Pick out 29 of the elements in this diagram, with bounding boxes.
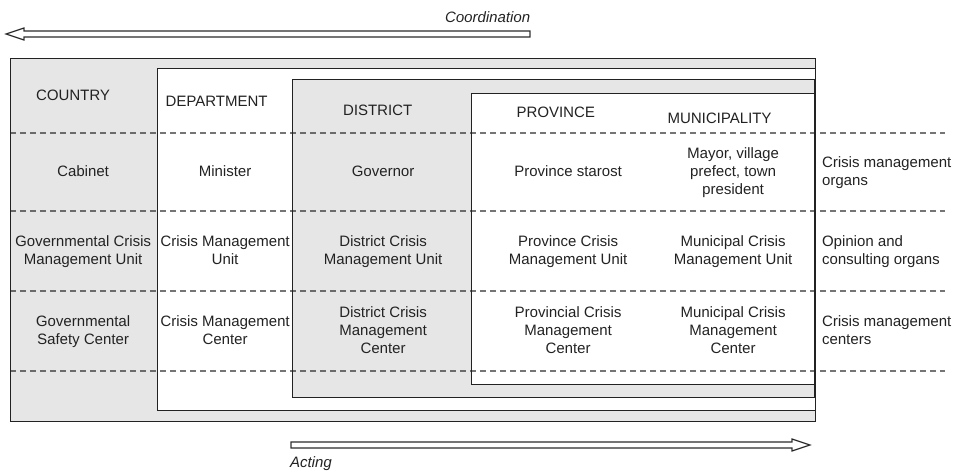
table-cell-text: Crisis Management Unit — [159, 233, 291, 269]
arrow-label: Coordination — [445, 9, 532, 27]
table-cell-text: Municipal Crisis Management Unit — [672, 233, 794, 269]
level-panel — [470, 92, 814, 384]
level-panel — [156, 68, 816, 410]
row-label: Crisis management centers — [822, 313, 952, 349]
table-cell-text: Governmental Crisis Management Unit — [15, 233, 151, 269]
level-heading: PROVINCE — [516, 104, 595, 120]
row-label: Crisis management organs — [822, 154, 952, 190]
table-cell-text: Mayor, village prefect, town president — [686, 145, 780, 199]
table-cell-text: District Crisis Management Unit — [322, 233, 444, 269]
table-cell-text: Governor — [350, 163, 416, 181]
table-cell-text: Crisis Management Center — [159, 313, 291, 349]
level-panel — [292, 79, 815, 398]
table-cell-text: Minister — [198, 163, 252, 181]
level-heading: COUNTRY — [36, 87, 110, 104]
table-cell-text: Provincial Crisis Management Center — [514, 304, 622, 358]
table-cell-text: Province starost — [513, 163, 623, 181]
table-cell-text: Cabinet — [56, 163, 110, 181]
level-heading: DISTRICT — [343, 102, 412, 119]
level-heading: MUNICIPALITY — [668, 110, 772, 126]
table-cell-text: District Crisis Management Center — [338, 304, 428, 358]
arrow-label: Acting — [290, 454, 333, 472]
table-cell-text: Municipal Crisis Management Center — [679, 304, 787, 358]
table-cell-text: Province Crisis Management Unit — [508, 233, 628, 269]
row-label: Opinion and consulting organs — [822, 233, 941, 269]
level-panel — [10, 58, 816, 422]
level-heading: DEPARTMENT — [166, 92, 268, 110]
table-cell-text: Governmental Safety Center — [34, 313, 132, 349]
